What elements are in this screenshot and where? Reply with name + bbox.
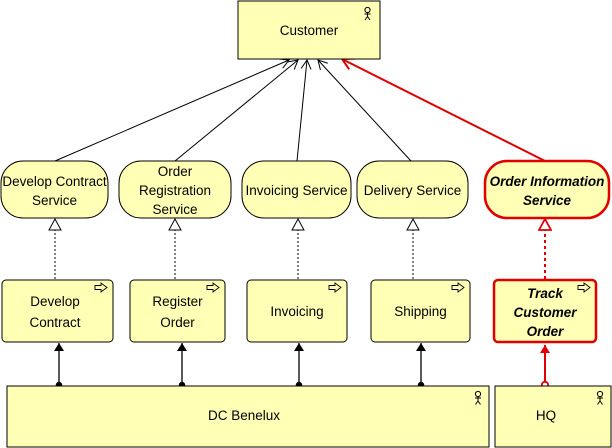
process-track-customer-order[interactable]: Track Customer Order (492, 278, 598, 344)
service-label-line: Invoicing Service (245, 183, 347, 198)
process-icon (328, 282, 342, 293)
process-label-line: Customer (513, 305, 577, 320)
actor-label: HQ (536, 408, 556, 423)
role-icon (364, 6, 371, 21)
process-label-line: Order (527, 324, 565, 339)
customer-label: Customer (280, 23, 339, 38)
used-by-link (174, 59, 299, 162)
service-label-line: Service (523, 193, 572, 208)
process-develop-contract[interactable]: Develop Contract (1, 279, 114, 343)
service-order-information[interactable]: Order Information Service (483, 159, 611, 220)
process-icon (577, 282, 591, 293)
assignment-links (54, 343, 550, 390)
service-label-line: Service (32, 193, 77, 208)
service-label-line: Delivery Service (364, 183, 462, 198)
service-invoicing[interactable]: Invoicing Service (241, 160, 352, 219)
used-by-link-highlighted (342, 59, 546, 162)
service-label-line: Service (152, 202, 197, 217)
process-icon (451, 282, 465, 293)
used-by-link (317, 59, 412, 162)
process-shipping[interactable]: Shipping (370, 279, 471, 343)
service-develop-contract[interactable]: Develop Contract Service (0, 160, 109, 219)
realization-links (48, 219, 545, 279)
service-label-line: Order (158, 164, 193, 179)
actor-dc-benelux[interactable]: DC Benelux (6, 385, 490, 448)
actor-label: DC Benelux (208, 408, 280, 423)
service-delivery[interactable]: Delivery Service (356, 160, 469, 219)
used-by-link (296, 58, 312, 162)
process-invoicing[interactable]: Invoicing (246, 279, 348, 343)
actor-icon (474, 390, 482, 405)
actor-hq[interactable]: HQ (494, 385, 612, 448)
process-label-line: Order (160, 315, 195, 330)
process-register-order[interactable]: Register Order (129, 279, 226, 343)
service-label-line: Order Information (490, 174, 605, 189)
service-label-line: Registration (139, 183, 211, 198)
process-icon (206, 282, 220, 293)
used-by-link (54, 58, 290, 162)
process-label-line: Contract (29, 315, 80, 330)
used-by-links (54, 58, 546, 162)
service-order-registration[interactable]: Order Registration Service (118, 160, 232, 219)
process-icon (94, 282, 108, 293)
process-label-line: Invoicing (270, 304, 323, 319)
process-label-line: Shipping (394, 304, 447, 319)
process-label-line: Register (152, 294, 203, 309)
customer-node[interactable]: Customer (237, 0, 381, 60)
process-label-line: Develop (30, 294, 80, 309)
process-label-line: Track (527, 286, 564, 301)
service-label-line: Develop Contract (2, 174, 107, 189)
actor-icon (596, 390, 604, 405)
